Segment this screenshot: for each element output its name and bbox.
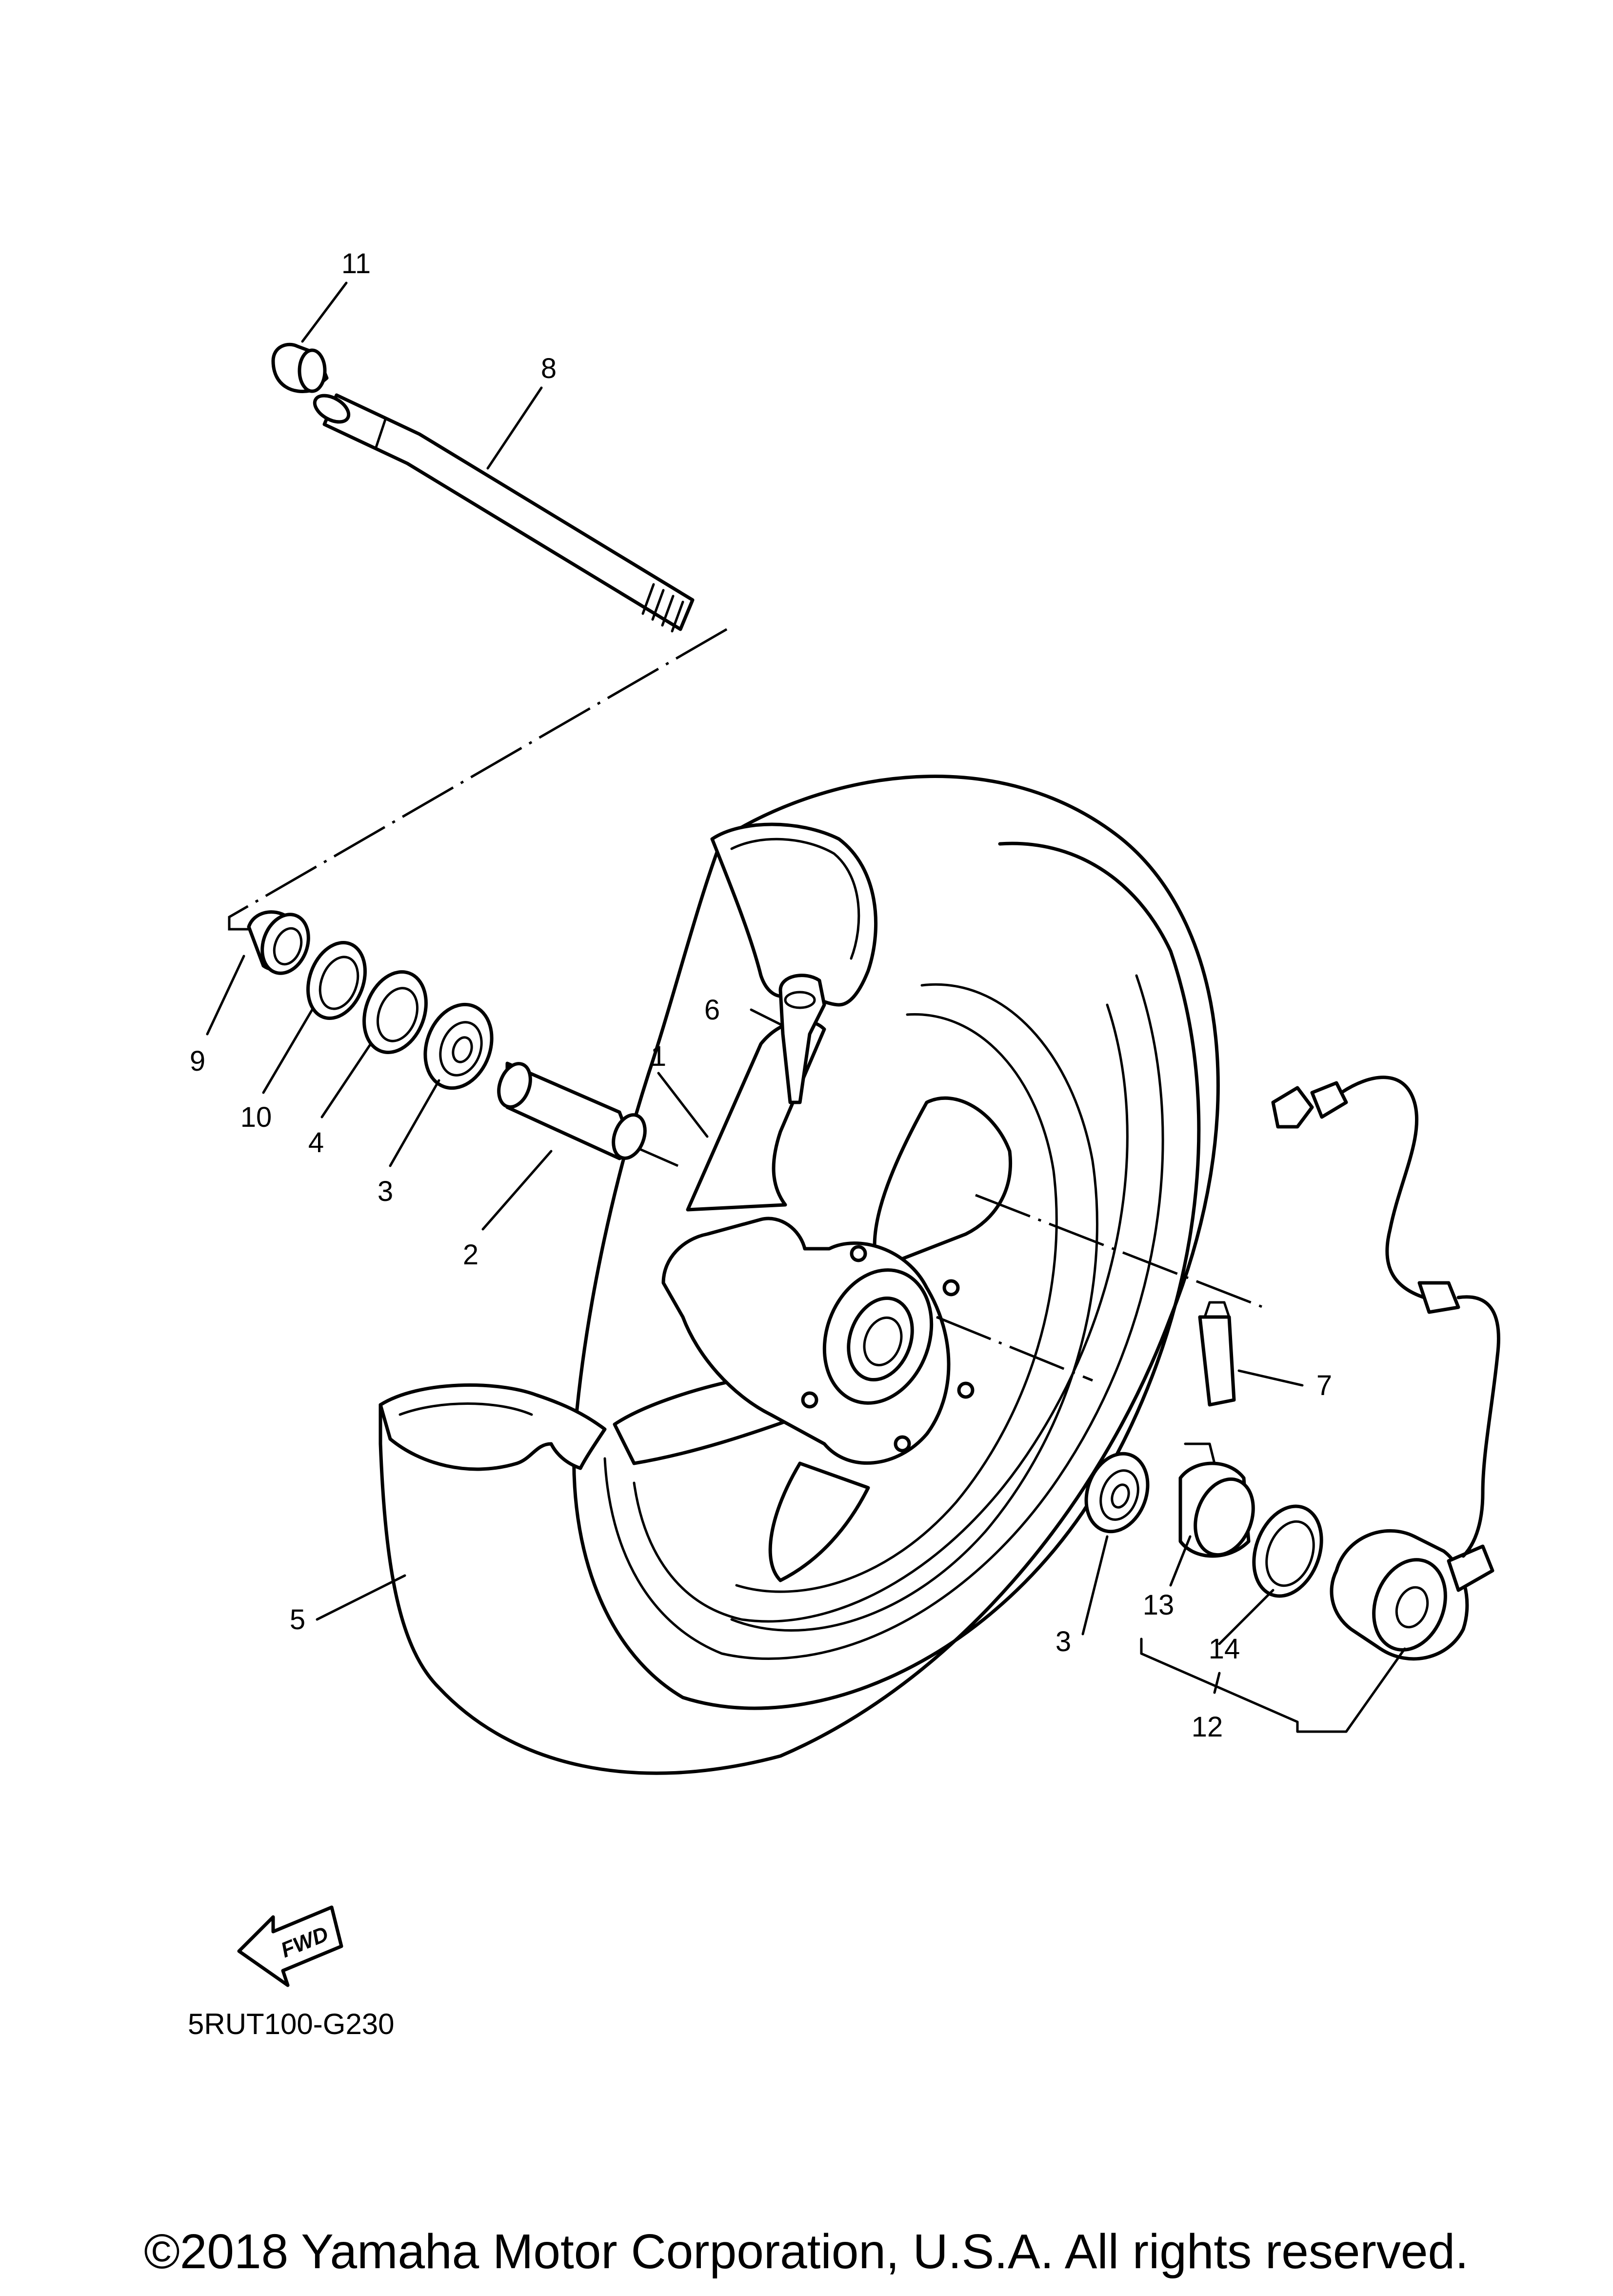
fwd-arrow-icon: FWD	[237, 1905, 343, 1987]
callout-3-right: 3	[1055, 1626, 1071, 1657]
oil-seal-part-10[interactable]	[298, 935, 375, 1026]
nut-part-11[interactable]	[271, 342, 329, 393]
collar-part-13[interactable]	[1178, 1442, 1263, 1563]
oil-seal-part-14[interactable]	[1242, 1497, 1333, 1605]
callout-14: 14	[1209, 1633, 1240, 1665]
bearing-part-3-right[interactable]	[1076, 1445, 1158, 1540]
callout-8: 8	[541, 353, 557, 384]
sensor-housing-part-12[interactable]	[1330, 1529, 1494, 1661]
callout-7: 7	[1316, 1370, 1332, 1401]
valve-part-6[interactable]	[778, 974, 826, 1104]
callout-3-left: 3	[378, 1176, 393, 1207]
callout-12: 12	[1192, 1711, 1223, 1743]
callout-10: 10	[240, 1101, 272, 1133]
axle-part-8[interactable]	[310, 390, 695, 633]
bearing-part-4[interactable]	[354, 963, 437, 1061]
balance-weight-part-7[interactable]	[1198, 1301, 1236, 1407]
callout-2: 2	[463, 1239, 478, 1271]
callout-11: 11	[341, 248, 371, 280]
bearing-part-3-left[interactable]	[414, 995, 503, 1098]
centre-lines	[228, 628, 1264, 1382]
callout-leaders	[206, 281, 1406, 1733]
spacer-part-2[interactable]	[493, 1059, 651, 1163]
callout-numbers: 11 8 9 10 4 3 2 1 6 7 5 3 13 14 12	[190, 248, 1332, 1743]
callout-5: 5	[290, 1604, 305, 1636]
callout-9: 9	[190, 1045, 205, 1077]
copyright-notice: ©2018 Yamaha Motor Corporation, U.S.A. A…	[144, 2224, 1469, 2279]
collar-part-9[interactable]	[247, 908, 316, 979]
callout-13: 13	[1143, 1589, 1175, 1621]
callout-4: 4	[308, 1127, 324, 1158]
wheel-part-1[interactable]	[613, 983, 1098, 1632]
diagram-code: 5RUT100-G230	[188, 2008, 395, 2040]
sensor-wire	[1271, 1076, 1500, 1558]
callout-1: 1	[651, 1040, 666, 1072]
callout-6: 6	[704, 994, 720, 1026]
